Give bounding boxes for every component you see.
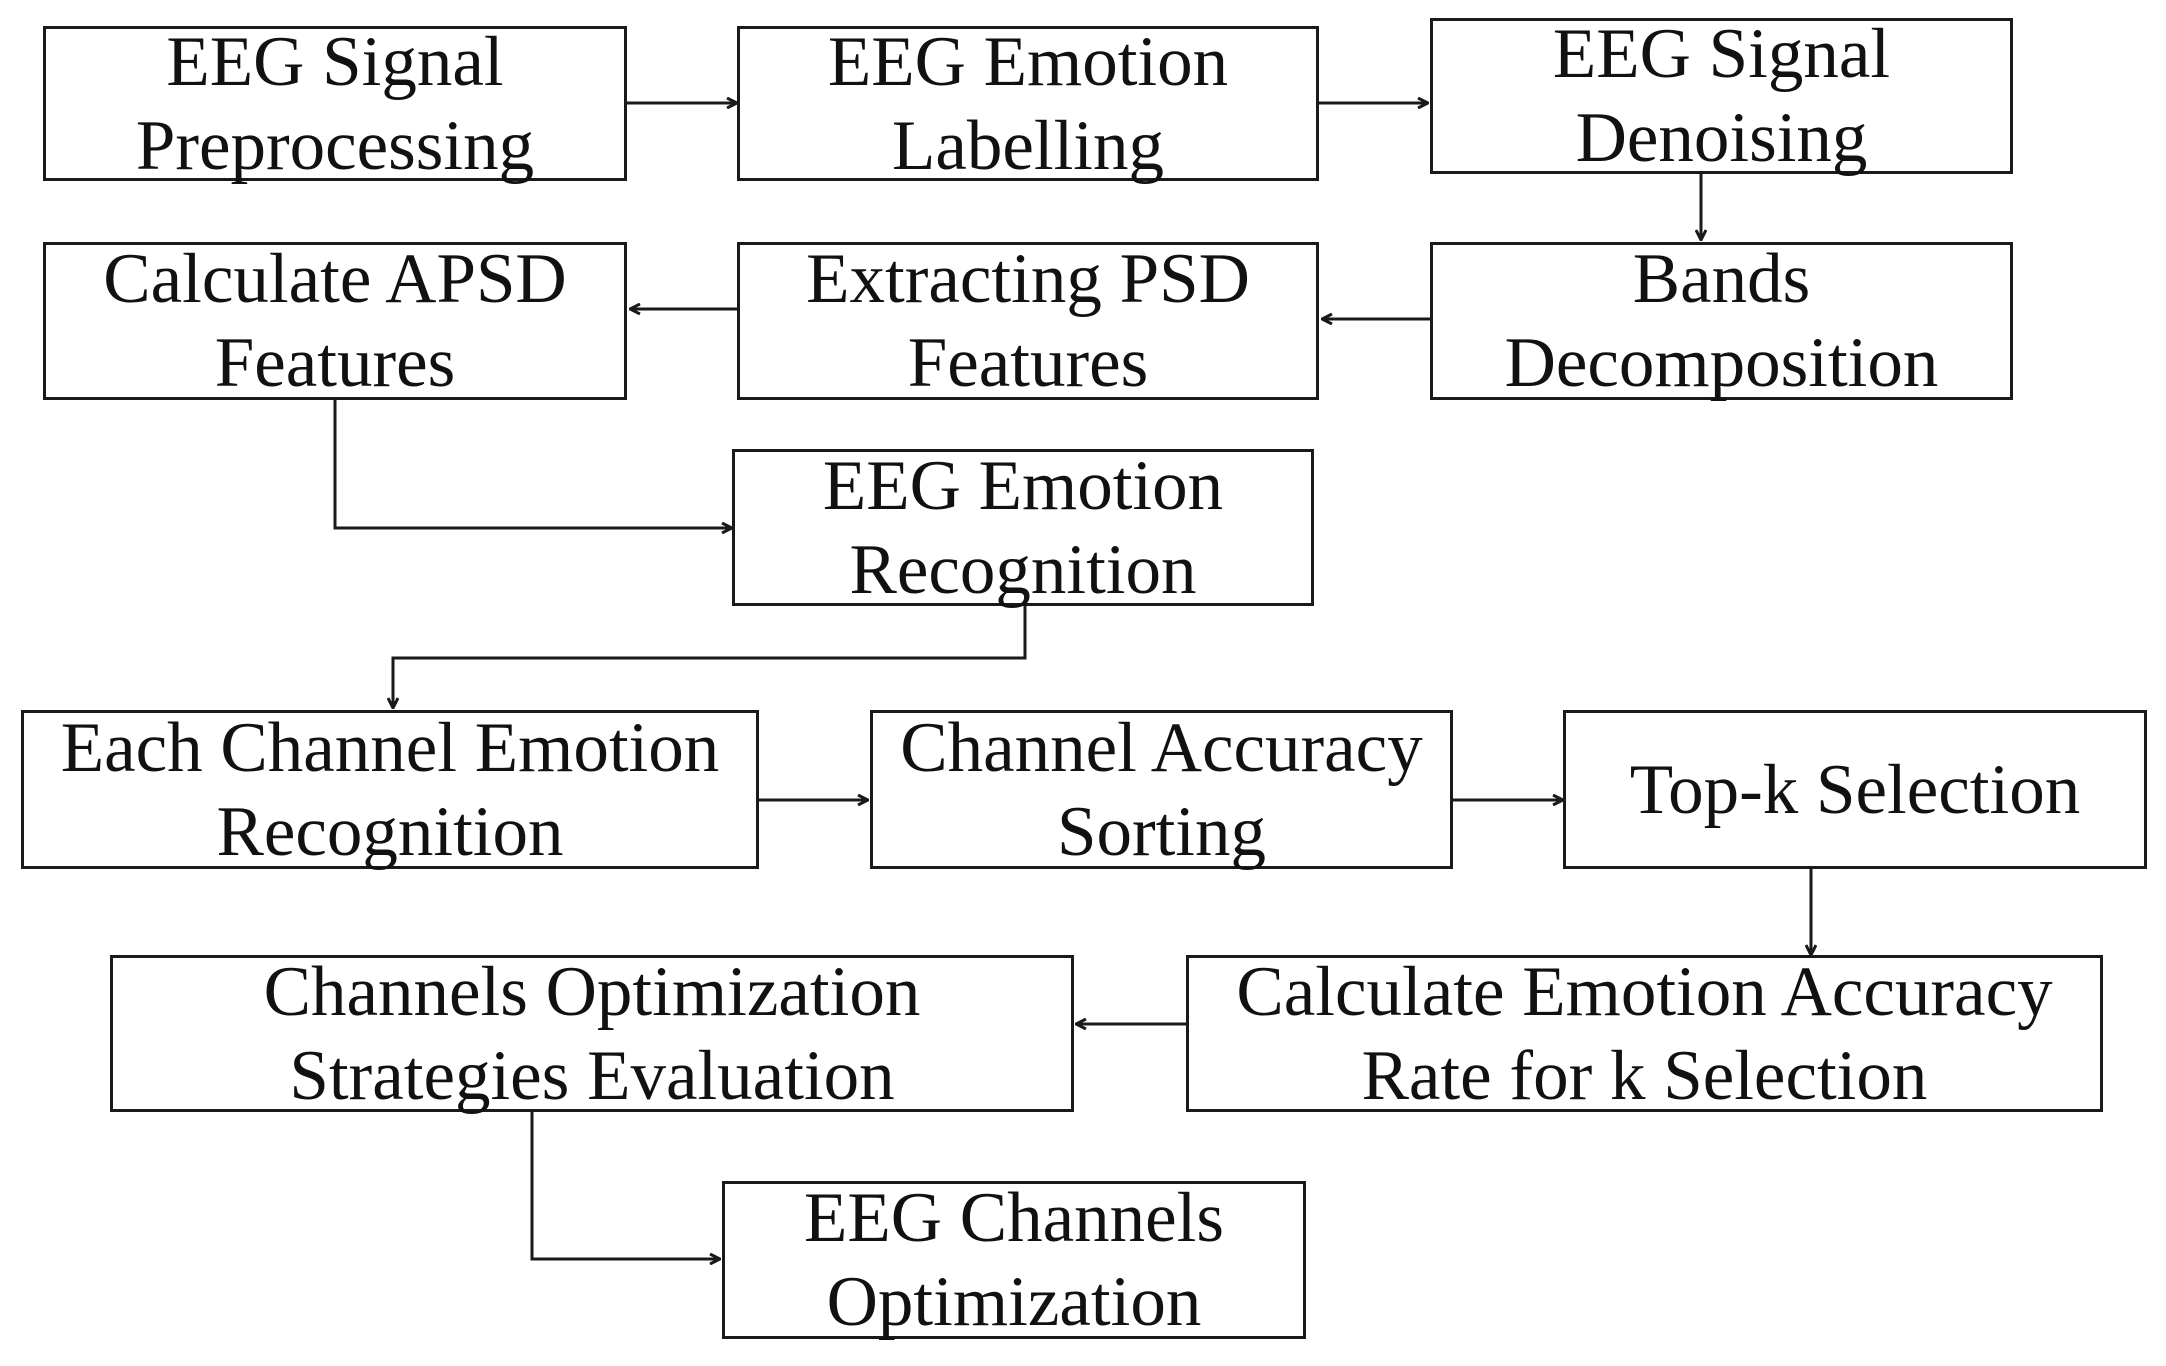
node-line: Optimization xyxy=(826,1263,1202,1341)
node-line: Channel Accuracy xyxy=(900,708,1423,787)
node-line: Decomposition xyxy=(1504,324,1939,402)
node-line: Features xyxy=(907,324,1149,402)
node-eeg-emotion-recognition: EEG Emotion Recognition xyxy=(732,447,1314,609)
node-line: Rate for k Selection xyxy=(1361,1036,1928,1115)
node-line: Sorting xyxy=(1056,792,1267,871)
node-line: Calculate Emotion Accuracy xyxy=(1236,952,2053,1031)
node-calculate-emotion-accuracy-rate: Calculate Emotion Accuracy Rate for k Se… xyxy=(1186,953,2103,1115)
node-eeg-emotion-labelling: EEG Emotion Labelling xyxy=(737,23,1319,185)
node-line: EEG Emotion xyxy=(827,22,1229,101)
node-line: Denoising xyxy=(1575,99,1868,177)
node-calculate-apsd-features: Calculate APSD Features xyxy=(43,240,627,402)
node-line: Strategies Evaluation xyxy=(289,1036,895,1115)
node-line: EEG Signal xyxy=(166,22,504,101)
node-line: Channels Optimization xyxy=(263,952,921,1031)
edge-n7-n8 xyxy=(393,606,1027,708)
node-line: Top-k Selection xyxy=(1629,750,2081,829)
node-line: Preprocessing xyxy=(135,106,535,185)
node-eeg-signal-denoising: EEG Signal Denoising xyxy=(1430,15,2013,177)
node-line: EEG Channels xyxy=(803,1179,1224,1257)
node-line: EEG Emotion xyxy=(822,446,1224,525)
node-line: Calculate APSD xyxy=(103,240,567,318)
node-line: Recognition xyxy=(849,530,1197,609)
node-each-channel-emotion-recognition: Each Channel Emotion Recognition xyxy=(21,709,759,871)
node-eeg-signal-preprocessing: EEG Signal Preprocessing xyxy=(43,23,627,185)
node-line: Bands xyxy=(1632,240,1811,318)
node-line: Recognition xyxy=(216,792,564,871)
node-channels-optimization-strategies-evaluation: Channels Optimization Strategies Evaluat… xyxy=(110,953,1074,1115)
node-line: Features xyxy=(214,324,456,402)
node-line: Extracting PSD xyxy=(806,240,1250,318)
node-line: Each Channel Emotion xyxy=(60,708,720,787)
node-channel-accuracy-sorting: Channel Accuracy Sorting xyxy=(870,709,1453,871)
node-extracting-psd-features: Extracting PSD Features xyxy=(737,240,1319,402)
node-bands-decomposition: Bands Decomposition xyxy=(1430,240,2013,402)
node-line: Labelling xyxy=(891,106,1165,185)
node-top-k-selection: Top-k Selection xyxy=(1563,710,2147,869)
edge-n4-n7 xyxy=(333,400,732,528)
edge-n11-n13 xyxy=(530,1112,720,1259)
node-line: EEG Signal xyxy=(1552,15,1891,93)
node-eeg-channels-optimization: EEG Channels Optimization xyxy=(722,1179,1306,1341)
